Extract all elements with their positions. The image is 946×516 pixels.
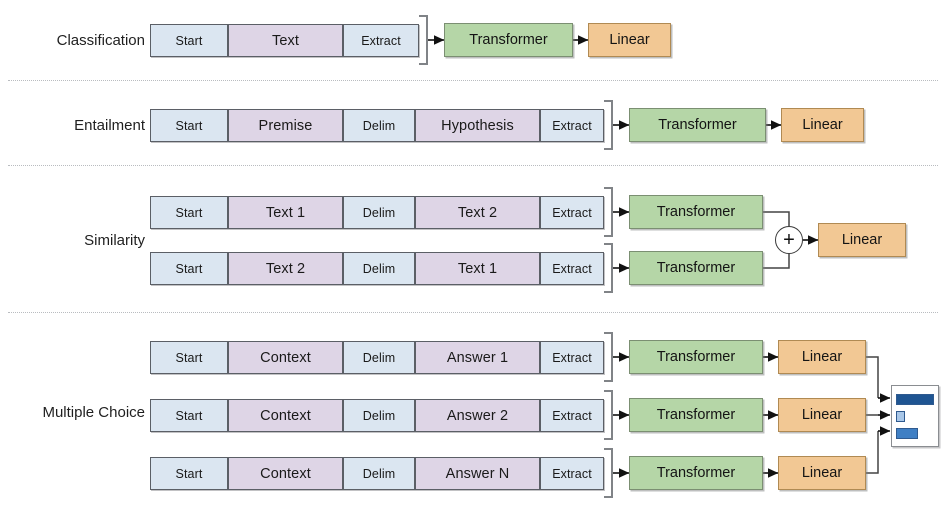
- token-text-2: Text 2: [228, 252, 343, 285]
- token-start: Start: [150, 399, 228, 432]
- row-separator-2: [8, 165, 938, 166]
- token-extract: Extract: [540, 252, 604, 285]
- token-delim: Delim: [343, 399, 415, 432]
- token-start: Start: [150, 457, 228, 490]
- score-bar-1: [896, 394, 934, 405]
- token-delim: Delim: [343, 196, 415, 229]
- token-start: Start: [150, 252, 228, 285]
- module-transformer: Transformer: [444, 23, 573, 57]
- token-start: Start: [150, 24, 228, 57]
- plus-operator-icon: +: [775, 226, 803, 254]
- token-start: Start: [150, 341, 228, 374]
- token-text-1: Text 1: [228, 196, 343, 229]
- module-transformer: Transformer: [629, 195, 763, 229]
- token-text: Text: [228, 24, 343, 57]
- token-premise: Premise: [228, 109, 343, 142]
- module-transformer: Transformer: [629, 340, 763, 374]
- row-label-similarity: Similarity: [84, 232, 145, 249]
- module-linear: Linear: [781, 108, 864, 142]
- row-label-entailment: Entailment: [74, 117, 145, 134]
- module-linear: Linear: [818, 223, 906, 257]
- token-delim: Delim: [343, 341, 415, 374]
- token-extract: Extract: [540, 109, 604, 142]
- module-transformer: Transformer: [629, 398, 763, 432]
- token-delim: Delim: [343, 109, 415, 142]
- score-bar-3: [896, 428, 918, 439]
- module-transformer: Transformer: [629, 108, 766, 142]
- module-linear: Linear: [778, 456, 866, 490]
- token-extract: Extract: [343, 24, 419, 57]
- token-text-1: Text 1: [415, 252, 540, 285]
- score-bar-2: [896, 411, 905, 422]
- row-label-classification: Classification: [56, 32, 145, 49]
- token-start: Start: [150, 109, 228, 142]
- token-context: Context: [228, 457, 343, 490]
- module-transformer: Transformer: [629, 456, 763, 490]
- token-start: Start: [150, 196, 228, 229]
- token-extract: Extract: [540, 457, 604, 490]
- token-answer-n: Answer N: [415, 457, 540, 490]
- token-answer-1: Answer 1: [415, 341, 540, 374]
- token-extract: Extract: [540, 399, 604, 432]
- token-text-2: Text 2: [415, 196, 540, 229]
- module-linear: Linear: [778, 340, 866, 374]
- row-separator-1: [8, 80, 938, 81]
- row-label-multiple-choice: Multiple Choice: [42, 404, 145, 421]
- row-separator-3: [8, 312, 938, 313]
- output-score-chart: [891, 385, 939, 447]
- token-extract: Extract: [540, 196, 604, 229]
- token-extract: Extract: [540, 341, 604, 374]
- token-delim: Delim: [343, 457, 415, 490]
- token-delim: Delim: [343, 252, 415, 285]
- token-context: Context: [228, 399, 343, 432]
- token-hypothesis: Hypothesis: [415, 109, 540, 142]
- token-context: Context: [228, 341, 343, 374]
- module-transformer: Transformer: [629, 251, 763, 285]
- module-linear: Linear: [588, 23, 671, 57]
- token-answer-2: Answer 2: [415, 399, 540, 432]
- module-linear: Linear: [778, 398, 866, 432]
